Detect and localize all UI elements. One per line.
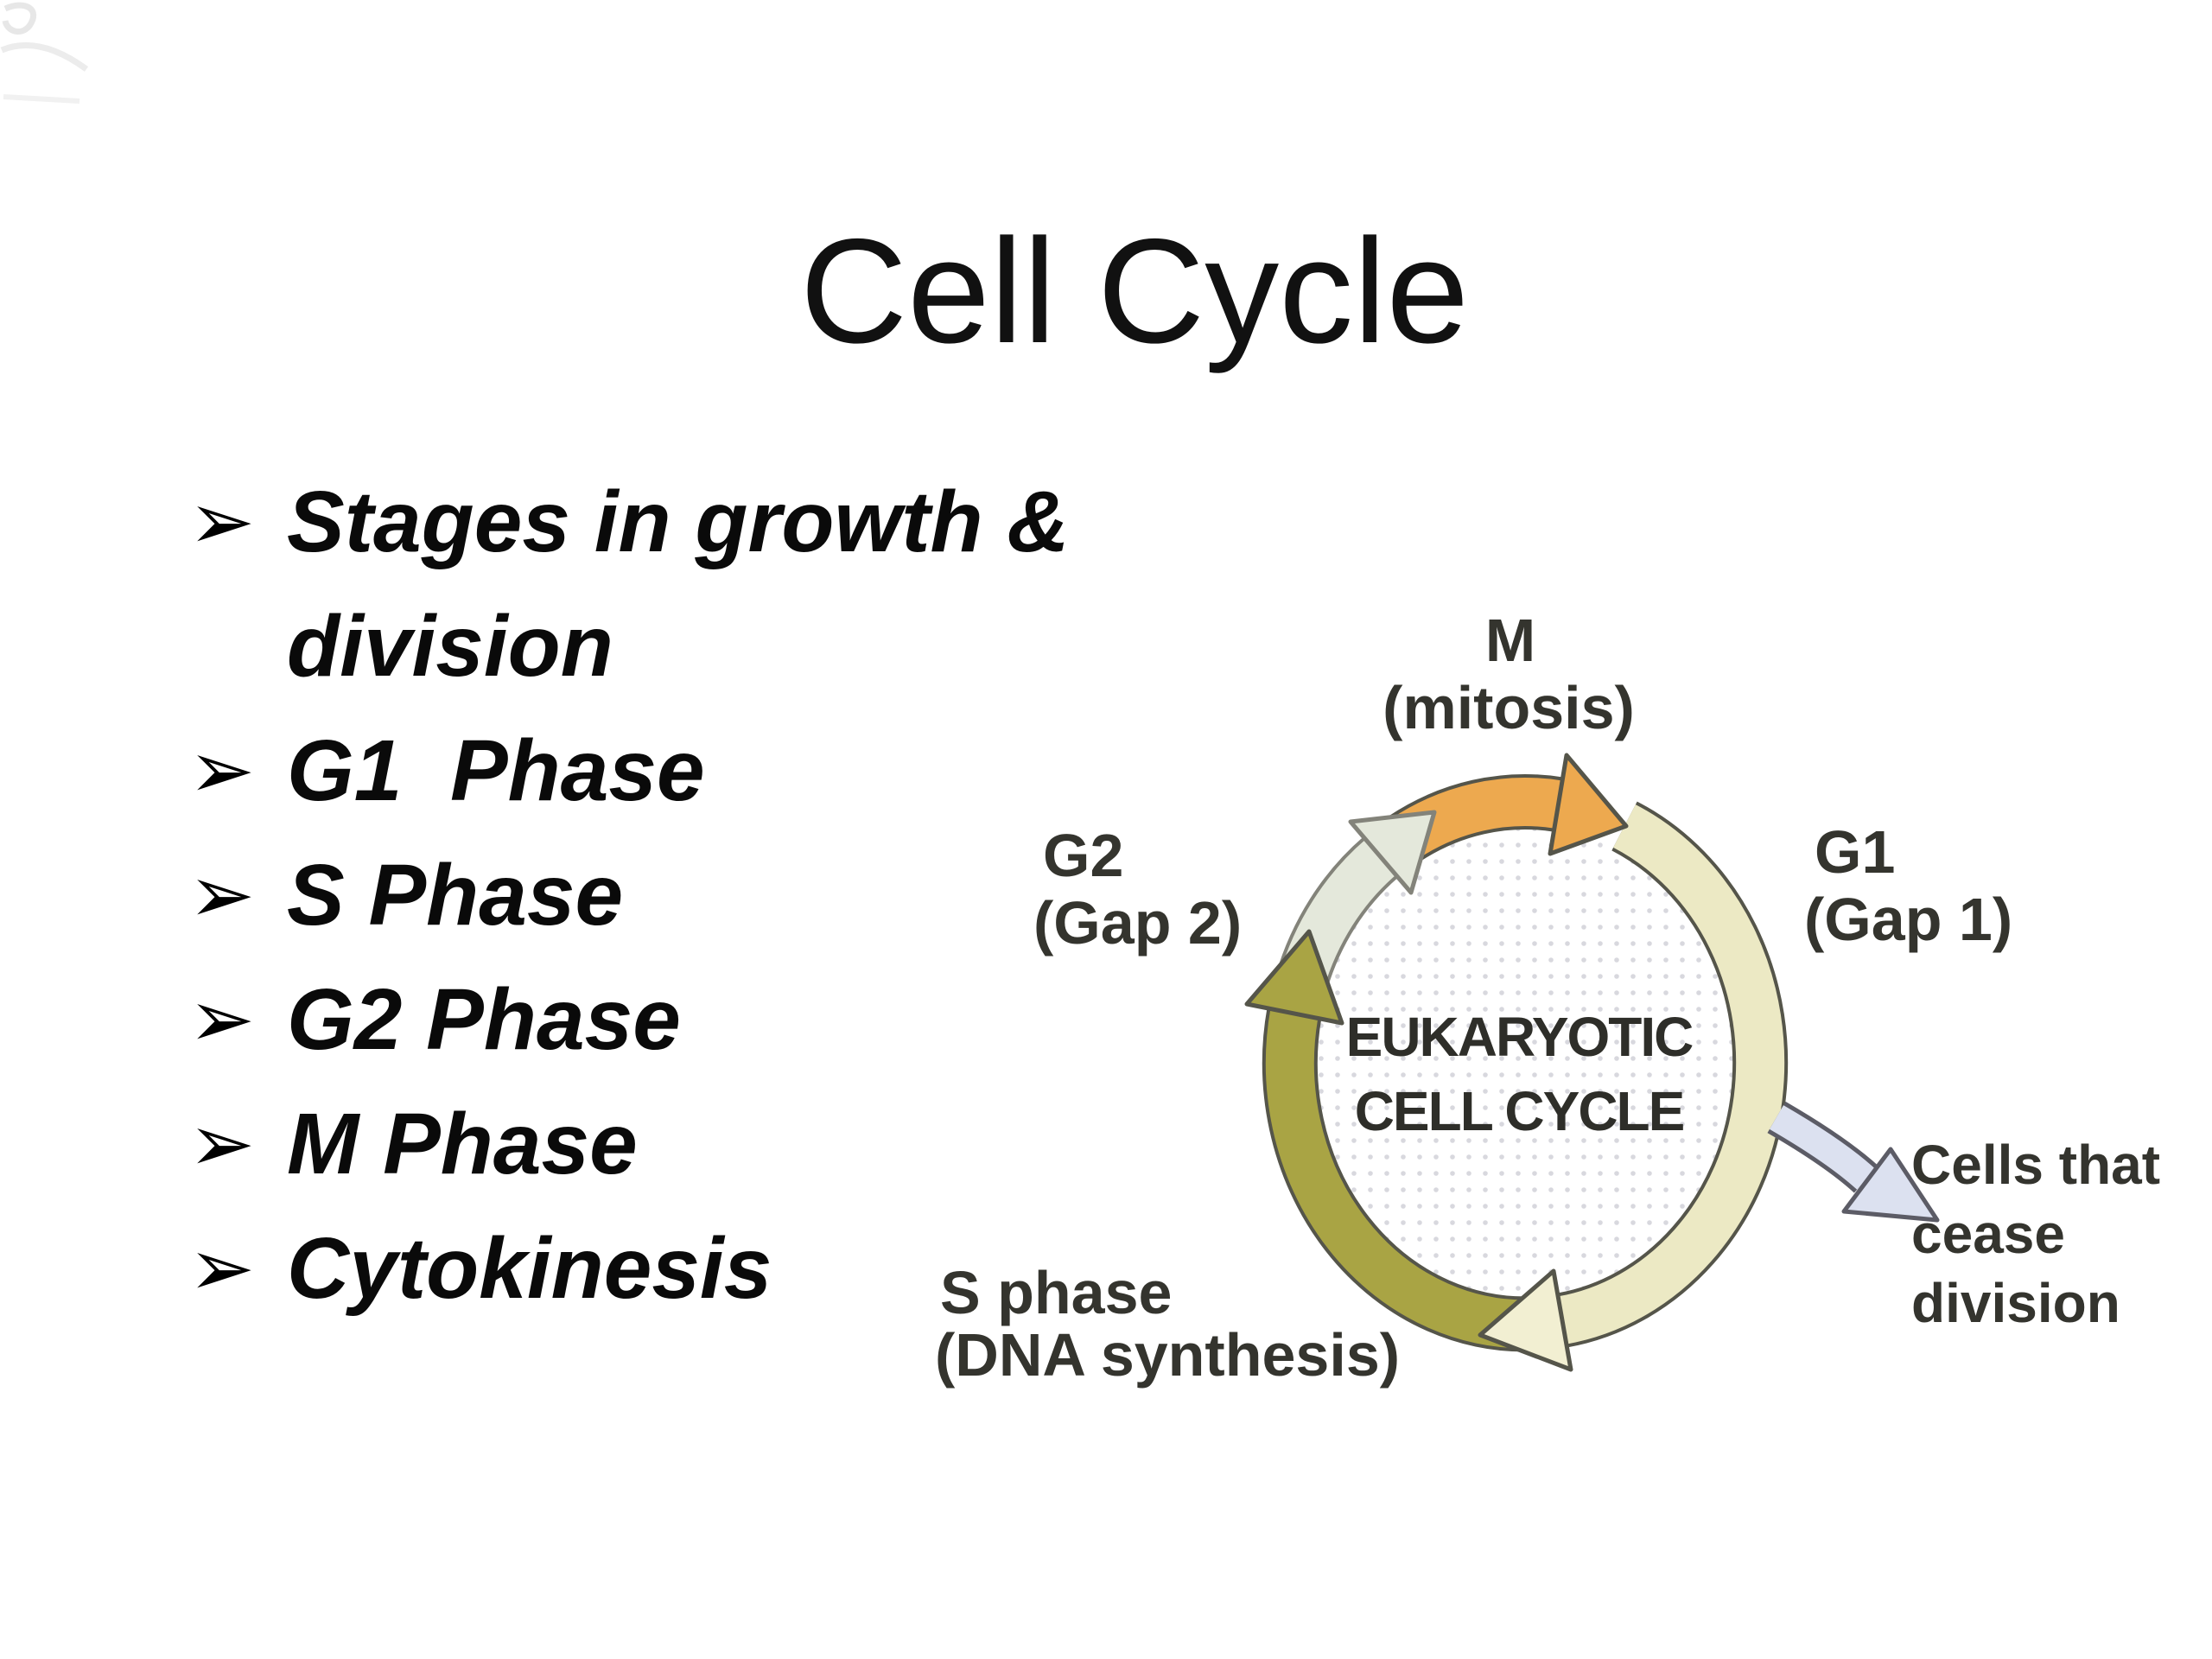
bullet-item-label: M Phase [287,1096,638,1192]
cycle-inner-disc [1313,824,1738,1301]
g1-arrowhead [1478,1268,1573,1372]
label-m-sub: (mitosis) [1382,674,1635,741]
arrow-bullet-icon: ➢ [188,1097,256,1190]
g2-arrowhead [1348,810,1437,895]
center-caption-line1: EUKARYOTIC [1346,1006,1694,1068]
bullet-list: ➢ Stages in growth & division ➢ G1 Phase… [188,460,1142,1331]
bullet-item: ➢ Cytokinesis [188,1206,1142,1331]
bullet-item: ➢ G2 Phase [188,957,1142,1082]
label-g1-sub: (Gap 1) [1804,886,2012,953]
bullet-item: ➢ G1 Phase [188,709,1142,833]
arrow-bullet-icon: ➢ [188,1222,256,1314]
corner-smudge-decoration [0,2,89,104]
g1-arc [1558,804,1785,1344]
bullet-item-label: Stages in growth & division [287,474,1094,695]
arrow-bullet-icon: ➢ [188,724,256,817]
label-m: M [1485,607,1535,674]
label-g2: G2 [1043,822,1123,889]
cease-arrow-shaft [1769,1105,1876,1190]
bullet-item-label: G1 Phase [287,722,705,819]
s-phase-arrowhead [1244,929,1344,1026]
arrow-bullet-icon: ➢ [188,973,256,1065]
center-caption-line2: CELL CYCLE [1355,1080,1684,1142]
label-cease-line1: Cells that [1911,1134,2160,1196]
bullet-item: ➢ S Phase [188,833,1142,957]
label-s: S phase [940,1259,1172,1326]
label-cease-line2: cease [1911,1203,2065,1265]
bullet-item-label: S Phase [287,847,624,944]
bullet-item-label: Cytokinesis [287,1220,772,1317]
bullet-item-label: G2 Phase [287,971,681,1068]
arrow-bullet-icon: ➢ [188,475,256,568]
arrow-bullet-icon: ➢ [188,849,256,941]
label-s-sub: (DNA synthesis) [935,1321,1400,1389]
bullet-item: ➢ Stages in growth & division [188,460,1142,709]
label-g1: G1 [1815,818,1895,886]
bullet-item: ➢ M Phase [188,1082,1142,1206]
slide-title: Cell Cycle [799,208,1470,374]
label-cease-line3: division [1911,1272,2120,1334]
m-arrowhead [1548,753,1629,856]
s-phase-arc [1265,1008,1539,1349]
label-g2-sub: (Gap 2) [1033,889,1242,957]
cease-arrowhead [1841,1147,1940,1223]
